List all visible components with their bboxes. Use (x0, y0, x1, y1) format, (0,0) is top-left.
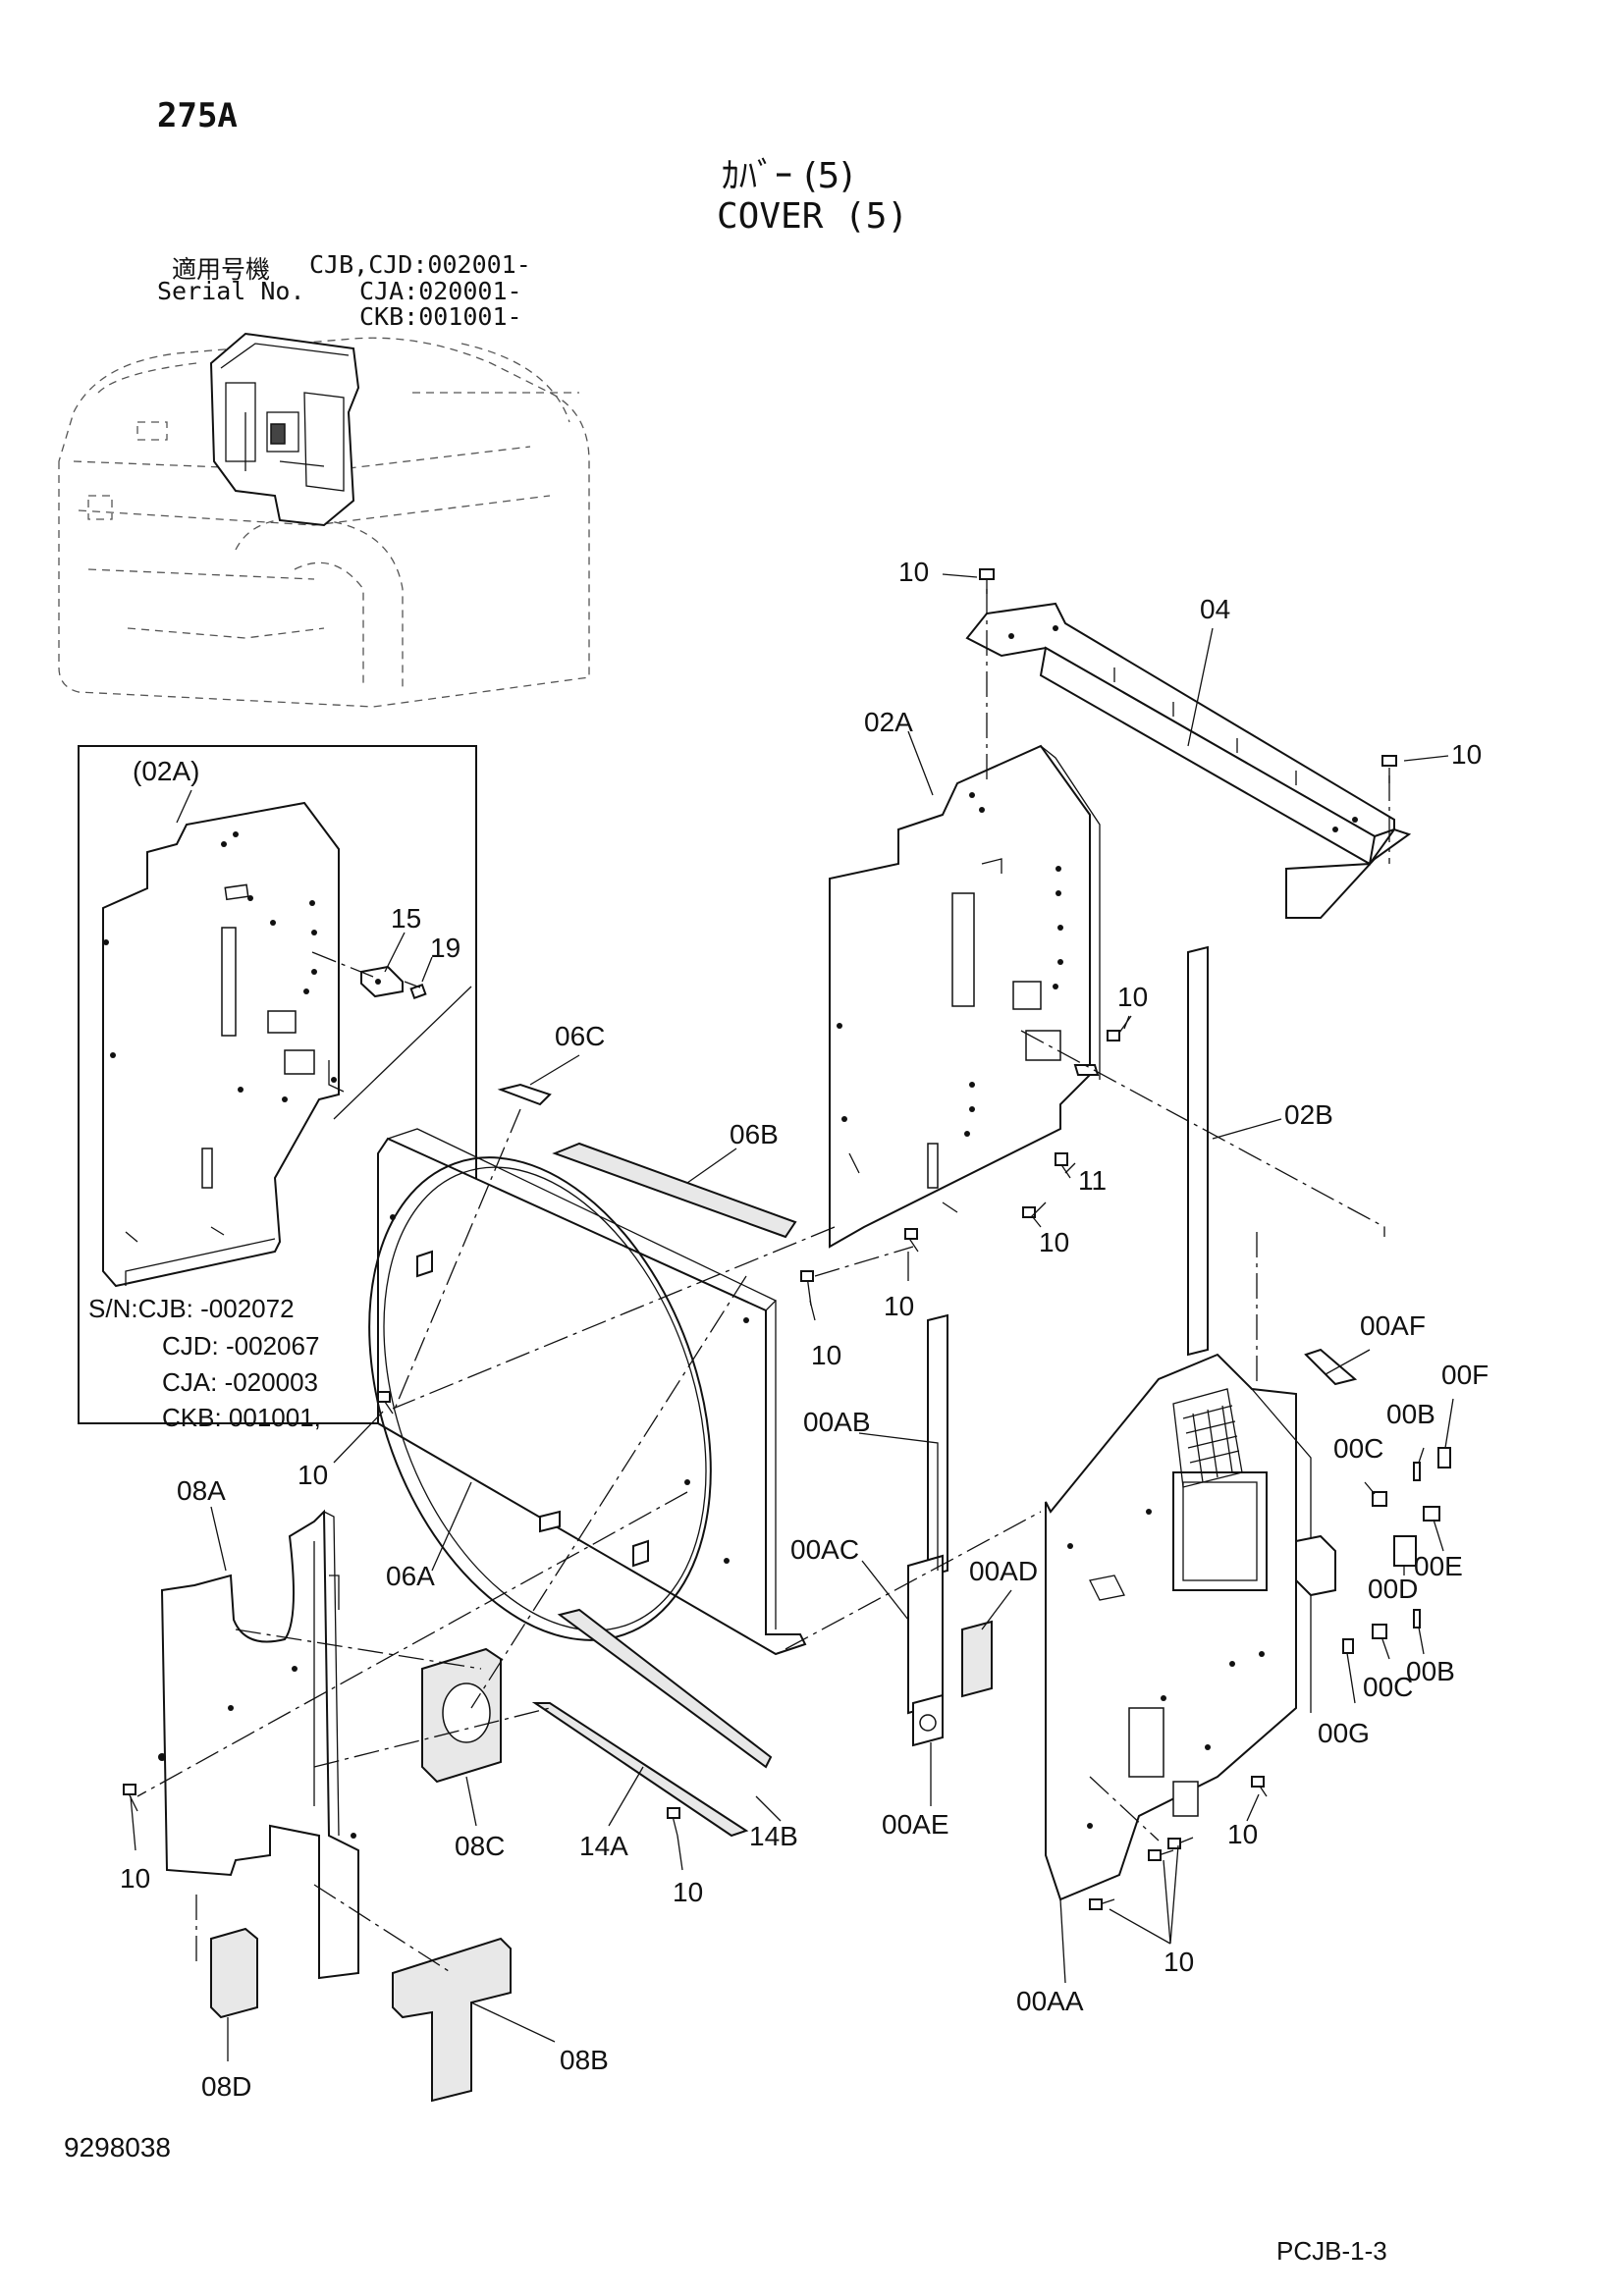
part-00D (1393, 1535, 1417, 1567)
part-02A-plate (829, 744, 1101, 1249)
callout-08D: 08D (201, 2071, 251, 2102)
callout-00C-bot: 00C (1363, 1672, 1413, 1702)
part-00AA-door (1045, 1353, 1336, 1901)
part-06B-strip (552, 1142, 797, 1239)
part-08A-panel (158, 1509, 359, 1980)
callout-14A: 14A (579, 1831, 628, 1861)
callout-14B: 14B (749, 1821, 798, 1851)
callout-10-a: 10 (884, 1291, 914, 1321)
callout-08A: 08A (177, 1475, 226, 1506)
page-code: 275A (157, 96, 238, 135)
callout-00AE: 00AE (882, 1809, 949, 1840)
part-00AF-pad (1304, 1348, 1358, 1386)
bolts (123, 1015, 1268, 1910)
serial-number-1: CJB,CJD:002001- (309, 250, 531, 279)
part-08B-block (392, 1937, 512, 2103)
callout-02A: 02A (864, 707, 913, 737)
assembly-lines (136, 589, 1390, 1974)
callout-00AA: 00AA (1016, 1986, 1084, 2016)
callout-00E: 00E (1414, 1551, 1463, 1581)
callout-00F: 00F (1441, 1360, 1489, 1390)
callout-10-plate: 10 (1117, 982, 1148, 1012)
machine-locator-sketch (58, 332, 590, 708)
callout-10-left: 10 (120, 1863, 150, 1894)
callout-00G: 00G (1318, 1718, 1370, 1748)
part-06C-block (497, 1083, 552, 1106)
part-14B-strip (557, 1608, 773, 1769)
callout-00AD: 00AD (969, 1556, 1038, 1586)
part-00AD-block (961, 1620, 993, 1698)
part-08D-block (210, 1927, 258, 2019)
part-00B-top (1413, 1462, 1421, 1481)
part-00C-bot (1372, 1624, 1387, 1639)
inset-ref-label: (02A) (133, 756, 199, 786)
callout-00AC: 00AC (790, 1534, 859, 1565)
part-00G (1342, 1638, 1354, 1654)
callout-00B-bot: 00B (1406, 1656, 1455, 1686)
callout-02B: 02B (1284, 1099, 1333, 1130)
serial-label-japanese: 適用号機 (172, 255, 271, 284)
callout-10-foam: 10 (673, 1877, 703, 1907)
part-00B-bot (1413, 1609, 1421, 1629)
callout-00AF: 00AF (1360, 1310, 1426, 1341)
callout-11: 11 (1078, 1165, 1107, 1196)
callout-10-door: 10 (1227, 1819, 1258, 1849)
callout-10-b: 10 (811, 1340, 841, 1370)
callout-08C: 08C (455, 1831, 505, 1861)
serial-label-english: Serial No. (157, 277, 305, 305)
callout-10-bottom: 10 (1164, 1947, 1194, 1977)
title-english: COVER (5) (717, 196, 909, 237)
callout-15: 15 (391, 903, 421, 934)
callout-19: 19 (430, 933, 460, 963)
inset-sn-line-4: CKB: 001001, (162, 1403, 321, 1432)
callout-10-top: 10 (898, 557, 929, 587)
drawing-number: 9298038 (64, 2132, 172, 2163)
inset-sn-line-3: CJA: -020003 (162, 1367, 318, 1397)
callout-10-shroud: 10 (298, 1460, 328, 1490)
title-japanese: ｶﾊﾞｰ (5) (722, 156, 854, 196)
callout-labels: 10 04 10 02A 10 06C 06B 02B 11 10 10 10 … (120, 557, 1489, 2102)
callout-06C: 06C (555, 1021, 605, 1051)
inset-sn-line-1: S/N:CJB: -002072 (88, 1294, 295, 1323)
callout-06B: 06B (730, 1119, 779, 1149)
part-06A-shroud (368, 1128, 807, 1656)
part-00C-top (1372, 1491, 1387, 1507)
callout-00B-top: 00B (1386, 1399, 1435, 1429)
part-00F (1437, 1447, 1451, 1468)
leader-lines (130, 573, 1454, 2061)
callout-00C-top: 00C (1333, 1433, 1383, 1464)
serial-number-2: CJA:020001- (359, 277, 522, 305)
serial-number-3: CKB:001001- (359, 302, 522, 331)
callout-10-mid: 10 (1039, 1227, 1069, 1257)
callout-06A: 06A (386, 1561, 435, 1591)
part-02B-strip (1187, 945, 1209, 1357)
callout-00D: 00D (1368, 1574, 1418, 1604)
callout-08B: 08B (560, 2045, 609, 2075)
inset-box: (02A) 15 19 S/N:CJB: -002072 CJD: -00206… (78, 745, 477, 1432)
part-00E (1423, 1506, 1440, 1522)
callout-04: 04 (1200, 594, 1230, 624)
callout-00AB: 00AB (803, 1407, 871, 1437)
part-00AC-block (907, 1554, 944, 1715)
callout-10-right: 10 (1451, 739, 1482, 770)
sheet-reference: PCJB-1-3 (1276, 2236, 1387, 2266)
part-14A-strip (531, 1702, 749, 1838)
inset-sn-line-2: CJD: -002067 (162, 1331, 319, 1361)
